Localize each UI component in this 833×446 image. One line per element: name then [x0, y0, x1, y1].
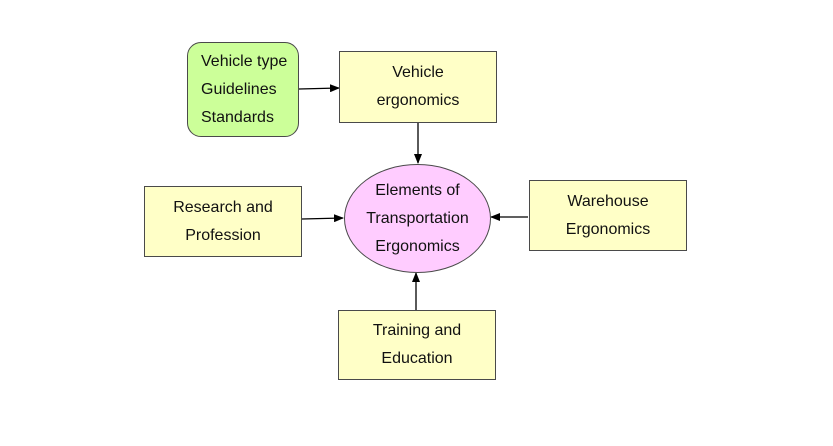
warehouse-line-1: Warehouse [567, 192, 649, 210]
vehicle-ergonomics-line-2: ergonomics [376, 92, 460, 109]
arrow-source-to-vehicle-ergonomics [298, 84, 340, 93]
warehouse-ergonomics-box: Warehouse Ergonomics [529, 180, 687, 251]
center-line-3: Ergonomics [375, 237, 460, 255]
source-box-line-1: Vehicle type [201, 52, 288, 70]
training-and-education-box: Training and Education [338, 310, 496, 380]
arrow-research-to-center [301, 214, 344, 223]
research-and-profession-box: Research and Profession [144, 186, 302, 257]
center-ellipse: Elements of Transportation Ergonomics [344, 164, 491, 273]
research-line-2: Profession [185, 226, 261, 244]
source-box-line-3: Standards [201, 108, 274, 126]
warehouse-line-2: Ergonomics [565, 220, 651, 238]
training-line-1: Training and [372, 322, 462, 339]
vehicle-type-guidelines-standards-box: Vehicle type Guidelines Standards [187, 42, 299, 137]
vehicle-ergonomics-line-1: Vehicle [392, 64, 444, 81]
research-line-1: Research and [173, 198, 273, 216]
center-line-1: Elements of [375, 181, 460, 199]
source-box-line-2: Guidelines [201, 80, 277, 98]
center-line-2: Transportation [366, 209, 469, 227]
training-line-2: Education [381, 350, 453, 367]
vehicle-ergonomics-box: Vehicle ergonomics [339, 51, 497, 123]
